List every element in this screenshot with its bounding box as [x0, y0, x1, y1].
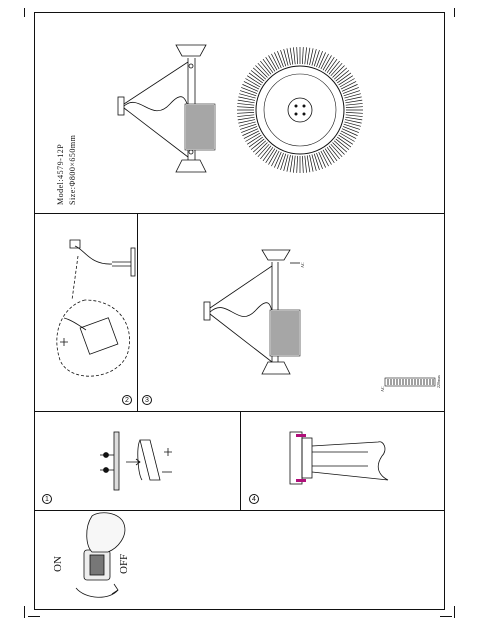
crop-mark-bottom-right: [454, 606, 455, 618]
ceiling-section: [113, 431, 120, 491]
parts-strip: [384, 377, 436, 387]
screw-bottom: [296, 479, 306, 482]
step-1-badge: 1: [42, 494, 52, 504]
switch-off-label: OFF: [118, 553, 130, 574]
inner-ring-inner: [263, 73, 337, 147]
screw-top: [296, 434, 306, 437]
crop-mark-bottom-right-h: [440, 616, 452, 617]
canopy-assembled: [203, 301, 211, 321]
outer-frame: [34, 12, 445, 610]
divider-v-2: [240, 411, 241, 510]
step-4-badge: 4: [249, 494, 259, 504]
crystal-ring: [237, 47, 363, 173]
crop-mark-bottom-left: [24, 606, 25, 618]
mounting-bracket: [139, 439, 161, 481]
divider-3: [34, 510, 445, 511]
top-shade: [175, 44, 207, 57]
hub: [287, 97, 313, 123]
divider-2: [34, 411, 445, 412]
bottom-shade: [175, 159, 207, 173]
turn-arrow: [75, 587, 119, 598]
crop-mark-top-left: [24, 8, 25, 17]
step-2-badge: 2: [122, 395, 132, 405]
wire-connector-top: [69, 239, 81, 249]
divider-v-1: [137, 213, 138, 411]
step-3-badge: 3: [142, 395, 152, 405]
divider-1: [34, 213, 445, 214]
crop-mark-top-right: [454, 8, 455, 17]
crystal-strands-side: [184, 103, 216, 151]
switch-on-label: ON: [52, 556, 64, 572]
supply-wire: [74, 245, 113, 265]
power-cord: [123, 96, 191, 112]
terminal-block: [79, 317, 119, 355]
crop-mark-bottom-left-h: [28, 616, 40, 617]
hand: [86, 512, 126, 553]
